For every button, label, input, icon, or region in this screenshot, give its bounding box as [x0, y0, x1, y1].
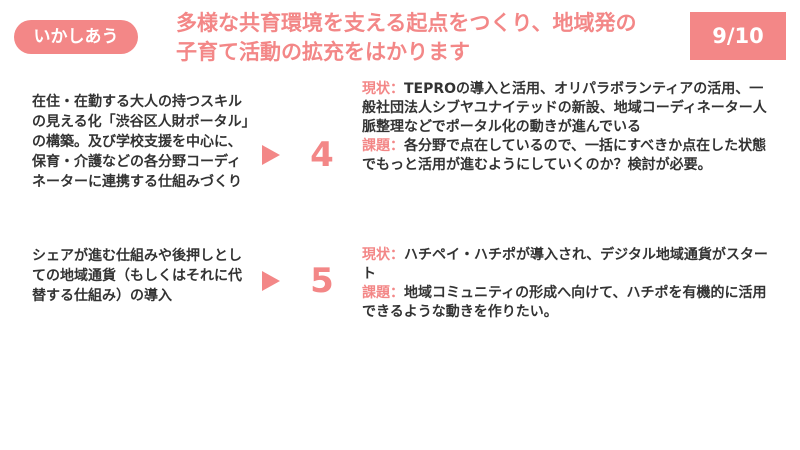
- status-text: TEPROの導入と活用、オリパラボランティアの活用、一般社団法人シブヤユナイテッ…: [362, 81, 767, 135]
- item-description: シェアが進む仕組みや後押しとしての地域通貨（もしくはそれに代替する仕組み）の導入: [32, 248, 242, 304]
- status-paragraph: 現状：TEPROの導入と活用、オリパラボランティアの活用、一般社団法人シブヤユナ…: [362, 80, 772, 137]
- page-title-line-1: 多様な共育環境を支える起点をつくり、地域発の: [176, 11, 637, 35]
- status-label: 現状：: [362, 81, 404, 97]
- item-details: 現状：TEPROの導入と活用、オリパラボランティアの活用、一般社団法人シブヤユナ…: [362, 80, 772, 175]
- item-description: 在住・在勤する大人の持つスキルの見える化「渋谷区人財ポータル」の構築。及び学校支…: [32, 94, 249, 190]
- issue-paragraph: 課題：各分野で点在しているので、一括にすべきか点在した状態でもっと活用が進むよう…: [362, 137, 772, 175]
- page-number: 9/10: [690, 12, 786, 60]
- status-label: 現状：: [362, 247, 404, 263]
- page-title-line-2: 子育て活動の拡充をはかります: [176, 40, 470, 64]
- triangle-right-icon: [262, 145, 280, 165]
- issue-text: 各分野で点在しているので、一括にすべきか点在した状態でもっと活用が進むようにして…: [362, 138, 767, 173]
- status-paragraph: 現状：ハチペイ・ハチポが導入され、デジタル地域通貨がスタート: [362, 246, 772, 284]
- status-text: ハチペイ・ハチポが導入され、デジタル地域通貨がスタート: [362, 247, 768, 282]
- item-row-4: 在住・在勤する大人の持つスキルの見える化「渋谷区人財ポータル」の構築。及び学校支…: [0, 81, 800, 228]
- issue-paragraph: 課題：地域コミュニティの形成へ向けて、ハチポを有機的に活用できるような動きを作り…: [362, 284, 772, 322]
- issue-label: 課題：: [362, 138, 404, 154]
- issue-label: 課題：: [362, 285, 404, 301]
- item-number: 4: [310, 135, 334, 175]
- page-title: 多様な共育環境を支える起点をつくり、地域発の 子育て活動の拡充をはかります: [176, 9, 696, 67]
- item-details: 現状：ハチペイ・ハチポが導入され、デジタル地域通貨がスタート 課題：地域コミュニ…: [362, 246, 772, 322]
- triangle-right-icon: [262, 271, 280, 291]
- item-row-5: シェアが進む仕組みや後押しとしての地域通貨（もしくはそれに代替する仕組み）の導入…: [0, 246, 800, 336]
- category-tag: いかしあう: [14, 20, 138, 54]
- item-number: 5: [310, 261, 334, 301]
- issue-text: 地域コミュニティの形成へ向けて、ハチポを有機的に活用できるような動きを作りたい。: [362, 285, 767, 320]
